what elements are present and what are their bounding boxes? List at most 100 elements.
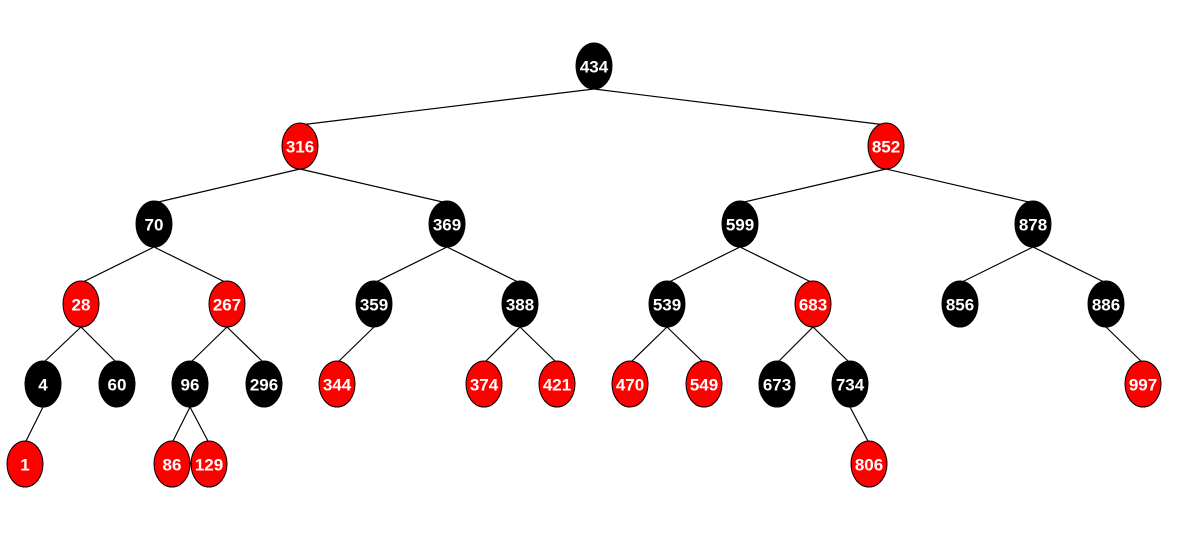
node-circle-red bbox=[794, 280, 832, 328]
node-circle-red bbox=[867, 122, 905, 170]
node-circle-red bbox=[850, 440, 888, 488]
tree-node-344: 344 bbox=[318, 360, 356, 408]
edge-28-4 bbox=[42, 326, 82, 364]
node-circle-red bbox=[62, 280, 100, 328]
node-circle-black bbox=[171, 360, 209, 408]
node-circle-black bbox=[1087, 280, 1125, 328]
edge-388-374 bbox=[483, 326, 521, 364]
tree-node-886: 886 bbox=[1087, 280, 1125, 328]
node-circle-black bbox=[1014, 200, 1052, 248]
tree-node-1: 1 bbox=[6, 440, 44, 488]
node-circle-red bbox=[208, 280, 246, 328]
node-label: 599 bbox=[726, 216, 754, 235]
tree-node-852: 852 bbox=[867, 122, 905, 170]
tree-node-421: 421 bbox=[538, 360, 576, 408]
tree-node-267: 267 bbox=[208, 280, 246, 328]
node-label: 434 bbox=[580, 58, 609, 77]
edge-96-86 bbox=[171, 406, 191, 444]
node-circle-red bbox=[153, 440, 191, 488]
node-circle-black bbox=[245, 360, 283, 408]
node-label: 806 bbox=[855, 456, 883, 475]
node-circle-red bbox=[538, 360, 576, 408]
edge-599-683 bbox=[739, 246, 814, 284]
edge-878-856 bbox=[959, 246, 1034, 284]
node-circle-black bbox=[355, 280, 393, 328]
tree-node-388: 388 bbox=[501, 280, 539, 328]
edge-28-60 bbox=[80, 326, 118, 364]
node-label: 421 bbox=[543, 376, 571, 395]
node-label: 296 bbox=[250, 376, 278, 395]
node-label: 878 bbox=[1019, 216, 1047, 235]
node-label: 886 bbox=[1092, 296, 1120, 315]
edge-886-997 bbox=[1105, 326, 1144, 364]
node-label: 683 bbox=[799, 296, 827, 315]
tree-node-806: 806 bbox=[850, 440, 888, 488]
edge-267-296 bbox=[226, 326, 265, 364]
node-label: 86 bbox=[163, 456, 182, 475]
node-label: 470 bbox=[616, 376, 644, 395]
edge-70-28 bbox=[80, 246, 155, 284]
node-circle-black bbox=[721, 200, 759, 248]
node-label: 997 bbox=[1129, 376, 1157, 395]
edge-359-344 bbox=[336, 326, 375, 364]
edge-434-852 bbox=[593, 88, 887, 126]
node-circle-black bbox=[575, 42, 613, 90]
tree-node-4: 4 bbox=[24, 360, 62, 408]
node-label: 1 bbox=[20, 456, 29, 475]
tree-node-129: 129 bbox=[190, 440, 228, 488]
node-label: 28 bbox=[72, 296, 91, 315]
edge-96-129 bbox=[189, 406, 210, 444]
node-label: 549 bbox=[690, 376, 718, 395]
tree-node-70: 70 bbox=[135, 200, 173, 248]
node-label: 316 bbox=[286, 138, 314, 157]
node-circle-black bbox=[24, 360, 62, 408]
edge-878-886 bbox=[1032, 246, 1107, 284]
edge-369-388 bbox=[446, 246, 521, 284]
edge-369-359 bbox=[373, 246, 448, 284]
node-label: 359 bbox=[360, 296, 388, 315]
node-label: 852 bbox=[872, 138, 900, 157]
node-label: 4 bbox=[38, 376, 48, 395]
node-circle-red bbox=[611, 360, 649, 408]
node-label: 374 bbox=[470, 376, 499, 395]
edge-599-539 bbox=[666, 246, 741, 284]
tree-node-549: 549 bbox=[685, 360, 723, 408]
edge-734-806 bbox=[849, 406, 870, 444]
edge-267-96 bbox=[189, 326, 228, 364]
edge-70-267 bbox=[153, 246, 228, 284]
tree-node-434: 434 bbox=[575, 42, 613, 90]
tree-node-878: 878 bbox=[1014, 200, 1052, 248]
edge-316-70 bbox=[153, 168, 301, 204]
tree-node-96: 96 bbox=[171, 360, 209, 408]
node-label: 388 bbox=[506, 296, 534, 315]
node-circle-black bbox=[428, 200, 466, 248]
node-label: 60 bbox=[108, 376, 127, 395]
node-label: 96 bbox=[181, 376, 200, 395]
tree-node-539: 539 bbox=[648, 280, 686, 328]
edge-388-421 bbox=[519, 326, 558, 364]
node-label: 673 bbox=[763, 376, 791, 395]
tree-node-86: 86 bbox=[153, 440, 191, 488]
tree-node-296: 296 bbox=[245, 360, 283, 408]
node-circle-red bbox=[281, 122, 319, 170]
edge-683-734 bbox=[812, 326, 851, 364]
node-circle-red bbox=[1124, 360, 1162, 408]
tree-node-28: 28 bbox=[62, 280, 100, 328]
node-circle-black bbox=[648, 280, 686, 328]
tree-node-359: 359 bbox=[355, 280, 393, 328]
node-circle-black bbox=[501, 280, 539, 328]
node-label: 369 bbox=[433, 216, 461, 235]
node-circle-red bbox=[685, 360, 723, 408]
node-circle-red bbox=[318, 360, 356, 408]
node-circle-black bbox=[135, 200, 173, 248]
edge-852-878 bbox=[885, 168, 1034, 204]
node-circle-red bbox=[465, 360, 503, 408]
node-circle-black bbox=[758, 360, 796, 408]
tree-node-470: 470 bbox=[611, 360, 649, 408]
node-circle-black bbox=[831, 360, 869, 408]
edge-539-549 bbox=[666, 326, 705, 364]
tree-node-369: 369 bbox=[428, 200, 466, 248]
edge-852-599 bbox=[739, 168, 887, 204]
node-label: 734 bbox=[836, 376, 865, 395]
